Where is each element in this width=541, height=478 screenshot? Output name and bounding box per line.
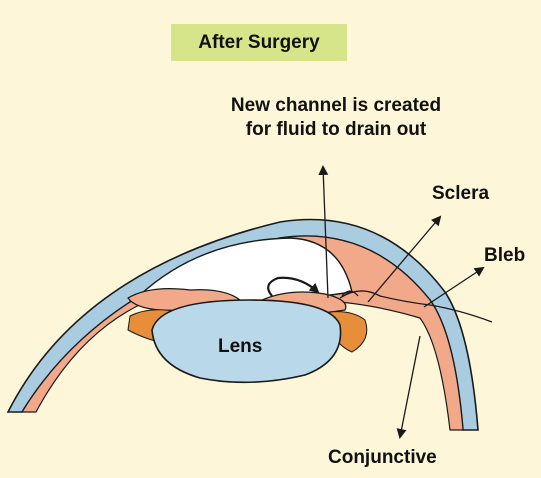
diagram-title: After Surgery — [171, 24, 347, 61]
conjunctive-label: Conjunctive — [328, 446, 437, 470]
bleb-label: Bleb — [484, 244, 525, 268]
sclera-label: Sclera — [432, 182, 489, 206]
lens-label: Lens — [218, 335, 262, 359]
channel-label-line2: for fluid to drain out — [176, 118, 496, 142]
channel-label-line1: New channel is created — [176, 94, 496, 118]
conjunctive-pointer — [400, 336, 420, 437]
channel-label: New channel is created for fluid to drai… — [176, 94, 496, 142]
